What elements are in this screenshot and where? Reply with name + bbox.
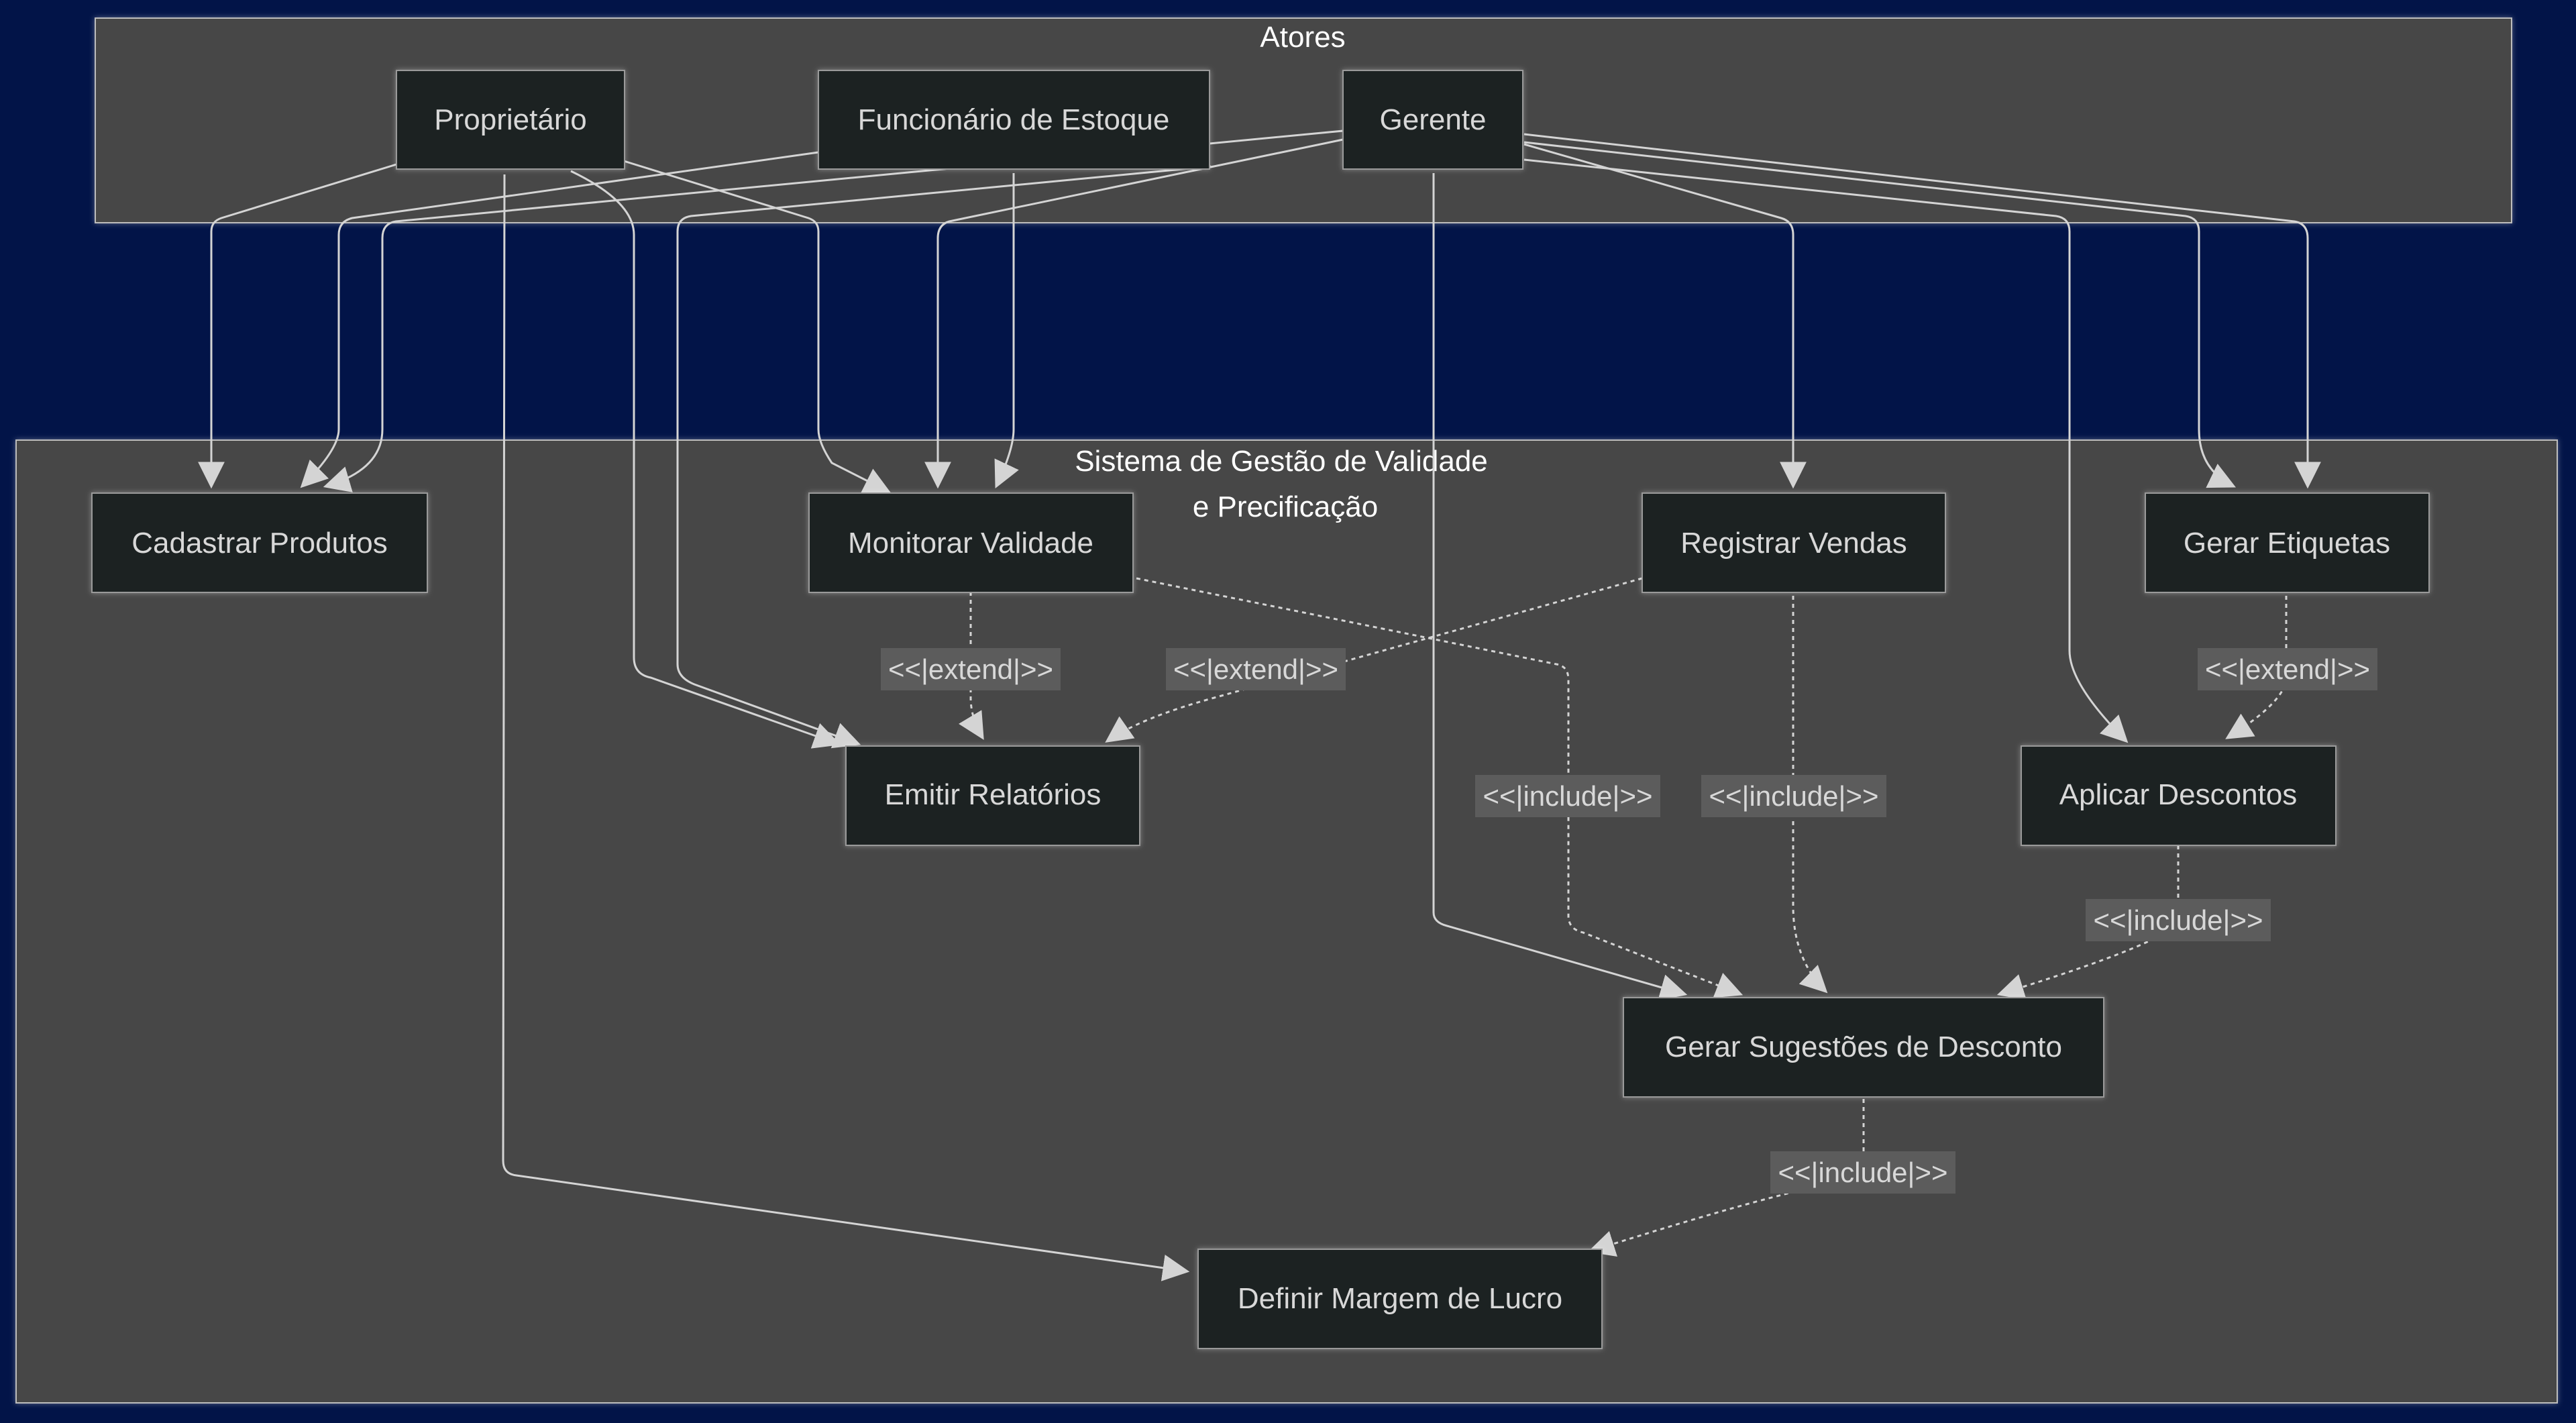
edge-stock-monitor-validity <box>994 173 1019 489</box>
svg-text:Cadastrar Produtos: Cadastrar Produtos <box>131 527 388 560</box>
use-case-nodes: Cadastrar Produtos Monitorar Validade Re… <box>91 492 2430 1349</box>
system-cluster-title-line2: e Precificação <box>1193 490 1378 523</box>
edge-apply-discounts-suggestions <box>1996 845 2180 1000</box>
use-case-register-products[interactable]: Cadastrar Produtos <box>91 492 428 593</box>
edge-monitor-validity-issue-reports <box>958 592 984 740</box>
actor-nodes: Proprietário Funcionário de Estoque Gere… <box>396 70 1523 170</box>
actor-stock-clerk-label: Funcionário de Estoque <box>858 103 1170 136</box>
edge-manager-generate-labels <box>1523 141 2237 488</box>
edge-owner-define-profit-margin <box>502 174 1190 1281</box>
svg-text:Definir Margem de Lucro: Definir Margem de Lucro <box>1238 1282 1562 1315</box>
use-case-generate-labels[interactable]: Gerar Etiquetas <box>2145 492 2430 593</box>
svg-text:Gerar Etiquetas: Gerar Etiquetas <box>2184 527 2390 560</box>
label-include-monitor-suggestions: <<|include|>> <box>1475 775 1660 817</box>
actors-cluster-title: Atores <box>1260 21 1345 54</box>
svg-text:<<|extend|>>: <<|extend|>> <box>2205 653 2370 685</box>
edge-stock-register-products <box>300 151 819 488</box>
svg-text:<<|extend|>>: <<|extend|>> <box>1173 653 1338 685</box>
label-include-discounts-suggestions: <<|include|>> <box>2086 899 2271 941</box>
system-cluster-title-line1: Sistema de Gestão de Validade <box>1075 445 1488 478</box>
edge-manager-register-sales <box>1523 143 1807 489</box>
label-extend-labels-discounts: <<|extend|>> <box>2198 648 2377 690</box>
edge-owner-register-products <box>198 163 397 489</box>
actor-edges <box>198 129 2321 1281</box>
actor-manager-node[interactable]: Gerente <box>1342 70 1523 170</box>
svg-text:Emitir Relatórios: Emitir Relatórios <box>885 778 1102 811</box>
use-case-generate-discount-suggestions[interactable]: Gerar Sugestões de Desconto <box>1623 997 2104 1098</box>
edge-manager-apply-discounts <box>1523 158 2129 743</box>
edge-stock-issue-reports <box>676 165 1212 749</box>
svg-text:Registrar Vendas: Registrar Vendas <box>1680 527 1907 560</box>
actor-manager-label: Gerente <box>1380 103 1487 136</box>
edge-register-sales-suggestions <box>1792 596 1828 994</box>
svg-text:<<|extend|>>: <<|extend|>> <box>888 653 1053 685</box>
edge-manager-register-products <box>323 129 1344 492</box>
edge-manager-suggestions <box>1432 173 1688 1001</box>
relationship-edges <box>958 577 2288 1257</box>
edge-suggestions-profit-margin <box>1587 1099 1865 1257</box>
edge-manager-generate-labels-2 <box>1523 133 2321 489</box>
use-case-apply-discounts[interactable]: Aplicar Descontos <box>2021 745 2337 846</box>
label-extend-sales-reports: <<|extend|>> <box>1166 648 1346 690</box>
label-include-sales-suggestions: <<|include|>> <box>1701 775 1886 817</box>
svg-text:<<|include|>>: <<|include|>> <box>1709 780 1878 812</box>
use-case-monitor-validity[interactable]: Monitorar Validade <box>808 492 1134 593</box>
use-case-register-sales[interactable]: Registrar Vendas <box>1642 492 1946 593</box>
svg-text:Gerar Sugestões de Desconto: Gerar Sugestões de Desconto <box>1665 1031 2062 1063</box>
actor-owner-label: Proprietário <box>434 103 586 136</box>
svg-text:<<|include|>>: <<|include|>> <box>2093 904 2263 936</box>
svg-text:<<|include|>>: <<|include|>> <box>1778 1157 1947 1188</box>
edge-register-sales-issue-reports <box>1105 577 1643 743</box>
use-case-issue-reports[interactable]: Emitir Relatórios <box>845 745 1140 846</box>
actor-owner-node[interactable]: Proprietário <box>396 70 625 170</box>
label-extend-monitor-reports: <<|extend|>> <box>881 648 1061 690</box>
edge-owner-monitor-validity <box>623 160 891 493</box>
use-case-define-profit-margin[interactable]: Definir Margem de Lucro <box>1197 1249 1603 1349</box>
actor-stock-clerk-node[interactable]: Funcionário de Estoque <box>818 70 1210 170</box>
svg-text:Monitorar Validade: Monitorar Validade <box>848 527 1093 560</box>
svg-text:Aplicar Descontos: Aplicar Descontos <box>2059 778 2298 811</box>
edge-owner-issue-reports <box>570 170 841 749</box>
edge-manager-monitor-validity <box>924 138 1344 489</box>
svg-text:<<|include|>>: <<|include|>> <box>1483 780 1652 812</box>
relationship-labels: <<|extend|>> <<|extend|>> <<|extend|>> <… <box>881 648 2377 1194</box>
label-include-suggestions-margin: <<|include|>> <box>1770 1151 1955 1194</box>
